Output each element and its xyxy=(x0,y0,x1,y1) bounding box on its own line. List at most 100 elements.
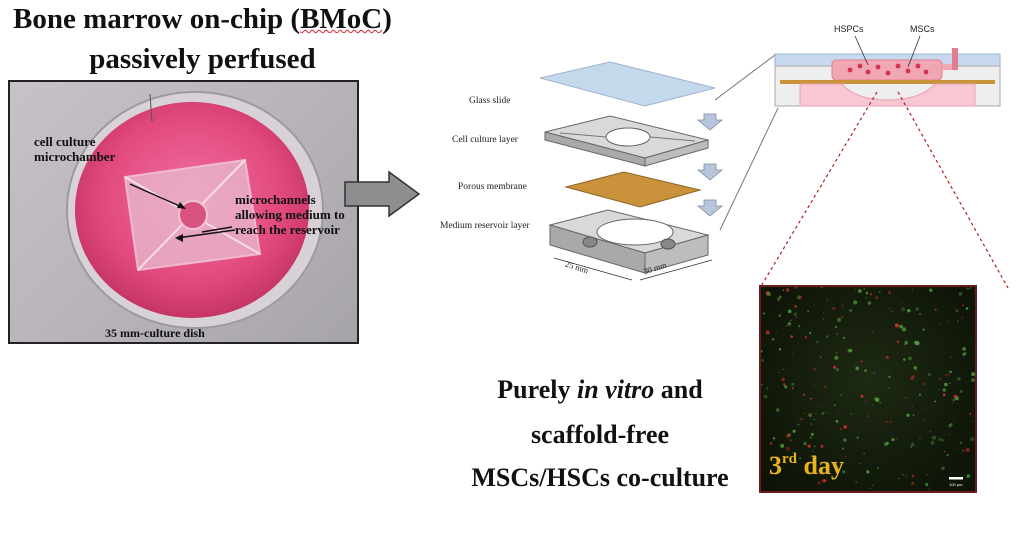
green-cell-speck xyxy=(798,325,800,327)
green-cell-speck xyxy=(972,420,974,423)
red-cell-speck xyxy=(809,397,812,400)
green-cell-speck xyxy=(778,348,782,351)
red-cell-speck xyxy=(911,406,914,408)
red-cell-speck xyxy=(833,365,836,369)
red-cell-speck xyxy=(838,411,840,413)
green-cell-speck xyxy=(834,326,837,328)
exploded-chip-diagram xyxy=(540,61,724,281)
red-cell-speck xyxy=(965,447,970,452)
red-cell-speck xyxy=(870,293,873,296)
green-cell-speck xyxy=(971,378,975,382)
down-arrow-icon xyxy=(696,199,724,217)
green-cell-speck xyxy=(866,470,870,474)
red-cell-speck xyxy=(832,306,836,310)
green-cell-speck xyxy=(821,412,825,415)
red-cell-speck xyxy=(818,407,820,409)
green-cell-speck xyxy=(813,445,816,448)
red-cell-speck xyxy=(865,400,867,403)
green-cell-speck xyxy=(799,457,802,460)
green-cell-speck xyxy=(949,382,952,384)
green-cell-speck xyxy=(782,289,785,291)
green-cell-speck xyxy=(959,390,963,393)
chamber-label: cell culture microchamber xyxy=(34,134,116,164)
green-cell-speck xyxy=(761,359,764,362)
green-cell-speck xyxy=(918,393,922,396)
green-cell-speck xyxy=(962,347,966,351)
green-cell-speck xyxy=(787,322,792,326)
red-cell-speck xyxy=(785,324,788,327)
green-cell-speck xyxy=(914,340,919,345)
green-cell-speck xyxy=(954,449,956,451)
green-cell-speck xyxy=(779,295,782,298)
red-cell-speck xyxy=(911,288,914,291)
green-cell-speck xyxy=(835,367,839,371)
red-cell-speck xyxy=(872,484,874,487)
green-cell-speck xyxy=(849,348,853,353)
red-cell-speck xyxy=(777,300,780,302)
green-cell-speck xyxy=(778,314,781,317)
red-cell-speck xyxy=(945,374,948,377)
green-cell-speck xyxy=(930,436,932,438)
green-cell-speck xyxy=(938,323,941,325)
red-cell-speck xyxy=(824,385,827,388)
red-cell-speck xyxy=(915,370,918,372)
green-cell-speck xyxy=(908,356,912,361)
green-cell-speck xyxy=(906,413,910,417)
title-line-2: passively perfused xyxy=(89,43,316,75)
green-cell-speck xyxy=(791,382,795,386)
green-cell-speck xyxy=(850,413,853,415)
red-cell-speck xyxy=(783,383,786,386)
red-cell-speck xyxy=(841,304,844,307)
green-cell-speck xyxy=(958,292,963,296)
red-cell-speck xyxy=(919,437,921,440)
green-cell-speck xyxy=(809,331,812,335)
green-cell-speck xyxy=(766,292,772,297)
green-cell-speck xyxy=(858,462,861,465)
red-cell-speck xyxy=(974,289,975,291)
red-cell-speck xyxy=(809,455,811,458)
green-cell-speck xyxy=(792,429,796,433)
red-cell-speck xyxy=(789,439,792,442)
red-cell-speck xyxy=(911,474,915,478)
summary-line-1: Purely in vitro and xyxy=(497,375,703,404)
green-cell-speck xyxy=(879,402,881,404)
green-cell-speck xyxy=(835,419,839,423)
green-cell-speck xyxy=(858,289,862,293)
green-cell-speck xyxy=(776,408,780,412)
green-cell-speck xyxy=(855,289,857,291)
green-cell-speck xyxy=(885,441,889,445)
green-cell-speck xyxy=(816,341,818,344)
red-cell-speck xyxy=(818,481,821,485)
culture-dish-illustration xyxy=(66,91,324,329)
green-cell-speck xyxy=(938,388,940,390)
green-cell-speck xyxy=(843,438,847,442)
red-cell-speck xyxy=(813,384,815,387)
red-cell-speck xyxy=(890,421,892,423)
green-cell-speck xyxy=(864,369,867,372)
green-cell-speck xyxy=(791,484,793,486)
green-cell-speck xyxy=(971,372,975,377)
porous-membrane xyxy=(564,171,702,208)
summary-line-3: MSCs/HSCs co-culture xyxy=(471,463,729,492)
chip-photo: cell culture microchamber microchannels … xyxy=(8,80,359,344)
red-cell-speck xyxy=(844,455,847,458)
green-cell-speck xyxy=(867,415,869,417)
red-cell-speck xyxy=(823,311,825,313)
green-cell-speck xyxy=(835,351,838,354)
green-cell-speck xyxy=(888,387,890,389)
red-cell-speck xyxy=(798,295,802,300)
red-cell-speck xyxy=(951,402,953,404)
green-cell-speck xyxy=(833,404,836,407)
scale-bar xyxy=(949,477,963,480)
red-cell-speck xyxy=(939,377,942,381)
red-cell-speck xyxy=(934,308,937,311)
red-cell-speck xyxy=(904,397,907,399)
green-cell-speck xyxy=(875,397,880,402)
green-cell-speck xyxy=(890,310,893,313)
green-cell-speck xyxy=(842,447,844,450)
green-cell-speck xyxy=(803,442,807,446)
red-cell-speck xyxy=(840,316,843,319)
microchamber xyxy=(178,200,208,230)
green-cell-speck xyxy=(944,382,948,387)
green-cell-speck xyxy=(913,366,918,370)
